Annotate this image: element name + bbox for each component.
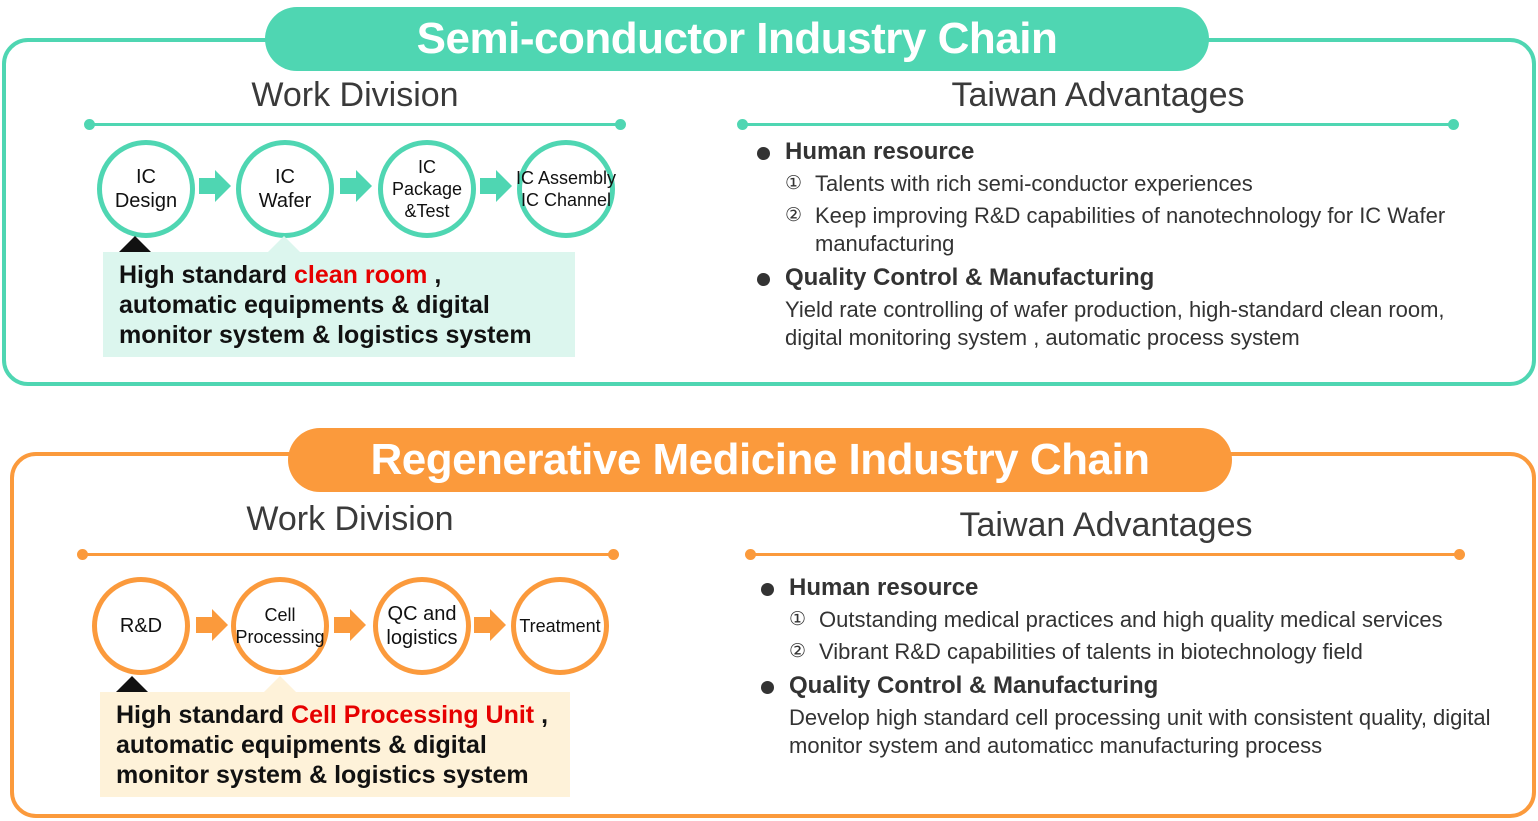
flow-step-ic-assembly-channel: IC Assembly IC Channel (516, 140, 616, 238)
semiconductor-work-division-heading: Work Division (251, 76, 459, 114)
flow-step-qc-logistics: QC and logistics (373, 577, 471, 675)
bullet-icon (761, 583, 774, 596)
advantage-item-text: Talents with rich semi-conductor experie… (815, 171, 1253, 196)
advantage-group-title: Quality Control & Manufacturing (761, 670, 1521, 702)
semiconductor-advantages-list: Human resource ① Talents with rich semi-c… (757, 136, 1477, 352)
callout-highlight: Cell Processing Unit (291, 701, 535, 729)
advantage-item-text: Outstanding medical practices and high q… (819, 607, 1443, 632)
advantage-item: ② Keep improving R&D capabilities of nano… (785, 202, 1455, 258)
advantage-description: Develop high standard cell processing un… (789, 705, 1491, 758)
group-title-text: Human resource (785, 138, 975, 165)
advantage-group-title: Quality Control & Manufacturing (757, 262, 1477, 294)
flow-step-ic-package-test: IC Package &Test (378, 140, 476, 238)
arrow-right-icon (474, 609, 506, 641)
group-title-text: Quality Control & Manufacturing (789, 672, 1159, 699)
arrow-right-icon (199, 170, 231, 202)
advantage-description: Yield rate controlling of wafer producti… (785, 297, 1445, 350)
advantage-group-title: Human resource (757, 136, 1477, 168)
group-title-text: Quality Control & Manufacturing (785, 264, 1155, 291)
arrow-right-icon (196, 609, 228, 641)
advantage-item: ② Vibrant R&D capabilities of talents in … (789, 638, 1521, 666)
callout-pointer (268, 236, 300, 252)
group-title-text: Human resource (789, 574, 979, 601)
semiconductor-work-division-rule (84, 119, 626, 130)
advantage-item-text: Vibrant R&D capabilities of talents in b… (819, 639, 1363, 664)
regenerative-title: Regenerative Medicine Industry Chain (370, 435, 1150, 484)
bullet-icon (761, 681, 774, 694)
advantage-item-text: Keep improving R&D capabilities of nanot… (815, 203, 1446, 256)
advantage-item: ① Outstanding medical practices and high … (789, 606, 1521, 634)
circled-number-1-icon: ① (789, 609, 807, 630)
regenerative-advantages-heading: Taiwan Advantages (959, 506, 1253, 544)
callout-suffix: , automatic equipments & digital monitor… (119, 261, 532, 349)
flow-step-ic-wafer: IC Wafer (236, 140, 334, 238)
circled-number-2-icon: ② (785, 205, 803, 226)
circled-number-2-icon: ② (789, 641, 807, 662)
callout-prefix: High standard (116, 701, 292, 729)
circled-number-1-icon: ① (785, 173, 803, 194)
bullet-icon (757, 147, 770, 160)
semiconductor-title-banner: Semi-conductor Industry Chain (265, 7, 1209, 71)
arrow-right-icon (340, 170, 372, 202)
regenerative-advantages-list: Human resource ① Outstanding medical prac… (761, 572, 1521, 760)
callout-suffix: , automatic equipments & digital monitor… (116, 701, 549, 789)
flow-step-treatment: Treatment (511, 577, 609, 675)
semiconductor-advantages-rule (737, 119, 1459, 130)
arrow-right-icon (334, 609, 366, 641)
regenerative-callout: High standard Cell Processing Unit , aut… (100, 676, 570, 797)
bullet-icon (757, 273, 770, 286)
flow-step-cell-processing: Cell Processing (231, 577, 329, 675)
regenerative-advantages-rule (745, 549, 1465, 560)
regenerative-title-banner: Regenerative Medicine Industry Chain (288, 428, 1232, 492)
flow-step-rnd: R&D (92, 577, 190, 675)
regenerative-work-division-heading: Work Division (246, 500, 454, 538)
advantage-item: ① Talents with rich semi-conductor experi… (785, 170, 1477, 198)
semiconductor-callout: .c1::before{} High standard clean room ,… (103, 236, 575, 357)
advantage-group-title: Human resource (761, 572, 1521, 604)
semiconductor-title: Semi-conductor Industry Chain (416, 14, 1058, 63)
callout-highlight: clean room (294, 261, 428, 289)
regenerative-work-division-rule (77, 549, 619, 560)
semiconductor-advantages-heading: Taiwan Advantages (951, 76, 1245, 114)
callout-prefix: High standard (119, 261, 295, 289)
flow-step-ic-design: IC Design (97, 140, 195, 238)
arrow-right-icon (480, 170, 512, 202)
callout-pointer (264, 676, 296, 692)
